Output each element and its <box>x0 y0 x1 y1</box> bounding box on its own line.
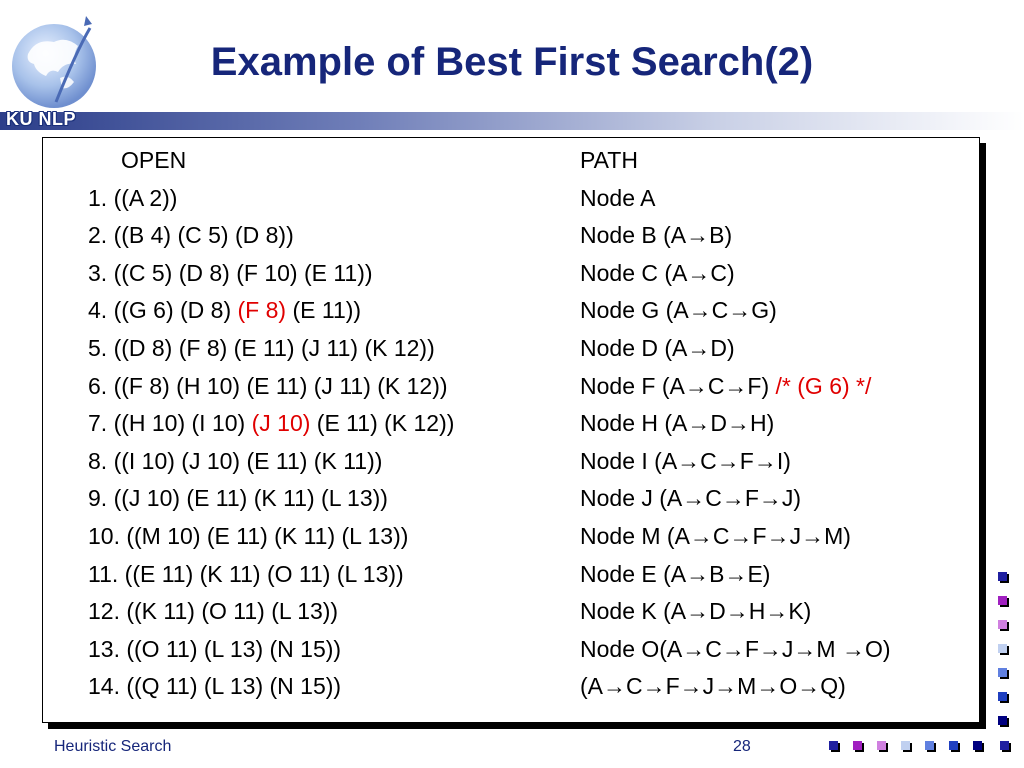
open-text: 7. ((H 10) (I 10) <box>88 410 252 437</box>
open-row: 4. ((G 6) (D 8) (F 8) (E 11)) <box>88 292 588 330</box>
content-panel: OPEN 1. ((A 2)) 2. ((B 4) (C 5) (D 8)) 3. … <box>42 137 980 723</box>
open-text: (E 11) (K 12)) <box>310 410 455 437</box>
decor-square <box>973 741 982 750</box>
open-text: 2. ((B 4) (C 5) (D 8)) <box>88 222 294 249</box>
ku-nlp-globe-logo <box>12 16 96 108</box>
path-row: Node H (A→D→H) <box>580 405 975 443</box>
open-text: 13. ((O 11) (L 13) (N 15)) <box>88 635 342 662</box>
open-text: 8. ((I 10) (J 10) (E 11) (K 11)) <box>88 447 383 474</box>
path-row: Node G (A→C→G) <box>580 292 975 330</box>
open-row: 13. ((O 11) (L 13) (N 15)) <box>88 631 588 669</box>
path-row: Node O(A→C→F→J→M →O) <box>580 631 975 669</box>
path-row: Node B (A→B) <box>580 217 975 255</box>
path-row: Node J (A→C→F→J) <box>580 480 975 518</box>
path-row: Node K (A→D→H→K) <box>580 593 975 631</box>
path-row: Node C (A→C) <box>580 255 975 293</box>
open-row: 12. ((K 11) (O 11) (L 13)) <box>88 593 588 631</box>
page-number: 28 <box>733 738 751 755</box>
open-highlight-text: (J 10) <box>251 410 311 437</box>
open-row: 5. ((D 8) (F 8) (E 11) (J 11) (K 12)) <box>88 330 588 368</box>
path-text: Node F (A→C→F) <box>580 372 776 399</box>
path-text: Node O(A→C→F→J→M →O) <box>580 635 891 662</box>
decor-square <box>853 741 862 750</box>
decor-square <box>998 644 1007 653</box>
decor-square <box>998 716 1007 725</box>
path-text: Node A <box>580 184 656 211</box>
decor-square <box>829 741 838 750</box>
path-row: Node E (A→B→E) <box>580 556 975 594</box>
open-row: 2. ((B 4) (C 5) (D 8)) <box>88 217 588 255</box>
path-text: Node H (A→D→H) <box>580 410 775 437</box>
open-rows: 1. ((A 2)) 2. ((B 4) (C 5) (D 8)) 3. ((C 5… <box>88 180 588 706</box>
open-highlight-text: (F 8) <box>237 297 287 324</box>
decor-square <box>998 596 1007 605</box>
open-text: 5. ((D 8) (F 8) (E 11) (J 11) (K 12)) <box>88 334 435 361</box>
open-header: OPEN <box>121 147 187 173</box>
path-text: Node B (A→B) <box>580 222 733 249</box>
path-text: Node C (A→C) <box>580 259 735 286</box>
decor-square <box>949 741 958 750</box>
open-row: 7. ((H 10) (I 10) (J 10) (E 11) (K 12)) <box>88 405 588 443</box>
path-text: Node K (A→D→H→K) <box>580 598 812 625</box>
path-row: Node A <box>580 180 975 218</box>
open-row: 6. ((F 8) (H 10) (E 11) (J 11) (K 12)) <box>88 368 588 406</box>
open-text: 11. ((E 11) (K 11) (O 11) (L 13)) <box>88 560 404 587</box>
path-row: Node D (A→D) <box>580 330 975 368</box>
open-text: 1. ((A 2)) <box>88 184 178 211</box>
open-row: 14. ((Q 11) (L 13) (N 15)) <box>88 668 588 706</box>
decor-square <box>1000 741 1009 750</box>
open-row: 1. ((A 2)) <box>88 180 588 218</box>
open-row: 9. ((J 10) (E 11) (K 11) (L 13)) <box>88 480 588 518</box>
footer-section-title: Heuristic Search <box>54 738 172 755</box>
title-underline-bar <box>0 112 1024 130</box>
path-rows: Node A Node B (A→B) Node C (A→C) Node G (A→… <box>580 180 975 706</box>
open-column: OPEN 1. ((A 2)) 2. ((B 4) (C 5) (D 8)) 3. … <box>88 142 588 706</box>
path-text: Node M (A→C→F→J→M) <box>580 522 851 549</box>
path-text: Node E (A→B→E) <box>580 560 771 587</box>
decor-square <box>998 620 1007 629</box>
open-text: 14. ((Q 11) (L 13) (N 15)) <box>88 673 342 700</box>
path-row: Node M (A→C→F→J→M) <box>580 518 975 556</box>
path-row: Node I (A→C→F→I) <box>580 443 975 481</box>
path-row: Node F (A→C→F) /* (G 6) */ <box>580 368 975 406</box>
slide-title: Example of Best First Search(2) <box>210 40 814 84</box>
decor-square <box>998 668 1007 677</box>
open-text: 4. ((G 6) (D 8) <box>88 297 238 324</box>
decor-square <box>925 741 934 750</box>
open-text: 12. ((K 11) (O 11) (L 13)) <box>88 598 339 625</box>
path-text: Node G (A→C→G) <box>580 297 777 324</box>
path-text: Node J (A→C→F→J) <box>580 485 802 512</box>
logo-text: KU NLP <box>6 109 76 129</box>
path-header: PATH <box>580 147 638 173</box>
open-row: 3. ((C 5) (D 8) (F 10) (E 11)) <box>88 255 588 293</box>
decor-square <box>901 741 910 750</box>
path-text: (A→C→F→J→M→O→Q) <box>580 673 846 700</box>
open-text: 10. ((M 10) (E 11) (K 11) (L 13)) <box>88 522 409 549</box>
path-highlight-text: /* (G 6) */ <box>775 372 872 399</box>
open-row: 8. ((I 10) (J 10) (E 11) (K 11)) <box>88 443 588 481</box>
path-row: (A→C→F→J→M→O→Q) <box>580 668 975 706</box>
open-row: 10. ((M 10) (E 11) (K 11) (L 13)) <box>88 518 588 556</box>
decor-square <box>998 692 1007 701</box>
open-text: (E 11)) <box>286 297 362 324</box>
decor-square <box>998 572 1007 581</box>
open-row: 11. ((E 11) (K 11) (O 11) (L 13)) <box>88 556 588 594</box>
open-text: 9. ((J 10) (E 11) (K 11) (L 13)) <box>88 485 388 512</box>
path-text: Node D (A→D) <box>580 334 735 361</box>
open-text: 3. ((C 5) (D 8) (F 10) (E 11)) <box>88 259 373 286</box>
decor-square <box>877 741 886 750</box>
path-text: Node I (A→C→F→I) <box>580 447 791 474</box>
open-text: 6. ((F 8) (H 10) (E 11) (J 11) (K 12)) <box>88 372 448 399</box>
